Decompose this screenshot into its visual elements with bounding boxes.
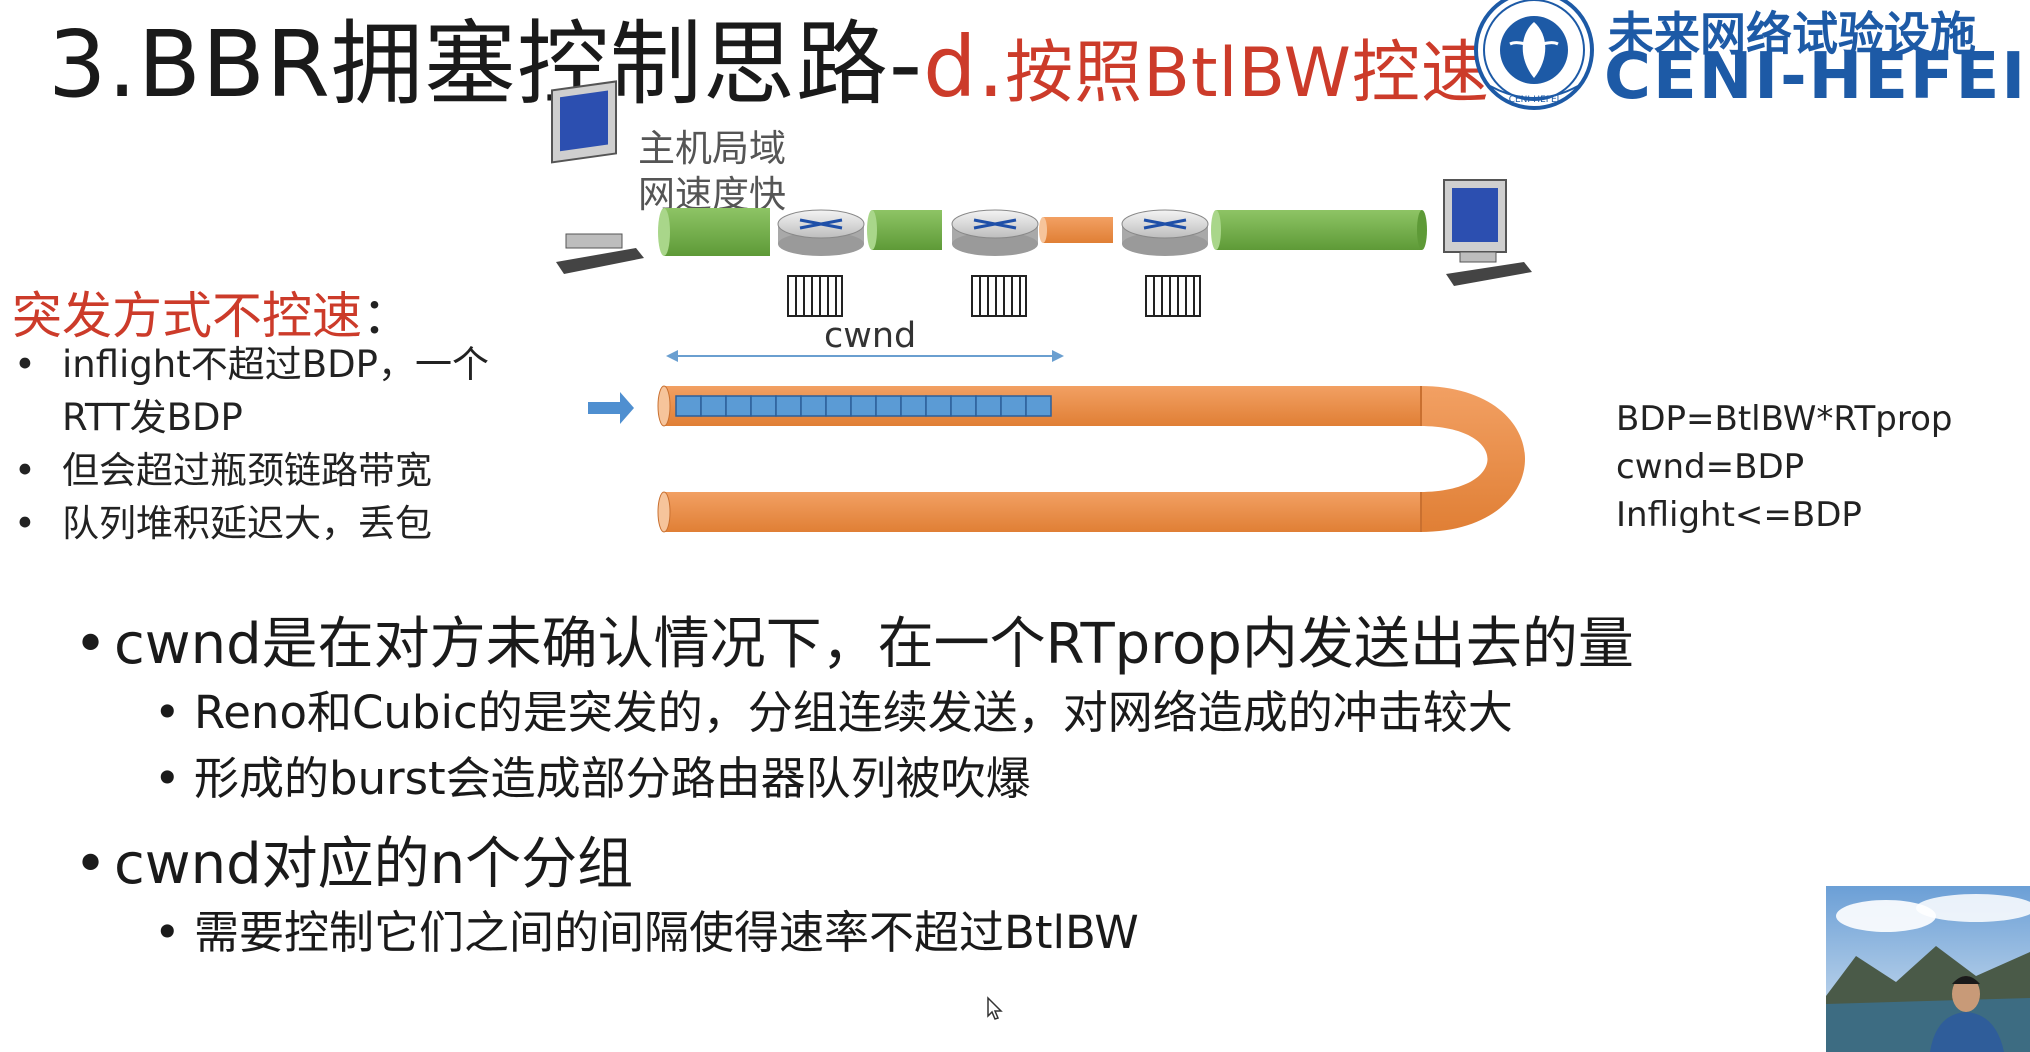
fast-link-3 xyxy=(1211,210,1427,250)
packet xyxy=(975,395,1002,417)
bullet-cwnd-packets: •cwnd对应的n个分组 xyxy=(74,832,634,897)
sender-computer-icon xyxy=(551,80,644,274)
ceni-seal-logo: CENI-HEFEI xyxy=(1470,0,1600,116)
logo-english-name: CENI-HEFEI xyxy=(1604,40,2028,114)
network-diagram xyxy=(551,80,1532,533)
burst-mode-heading: 突发方式不控速： xyxy=(12,287,412,345)
packet xyxy=(850,395,877,417)
cwnd-label: cwnd xyxy=(824,316,917,356)
router-icon xyxy=(951,209,1039,256)
formula-inflight: Inflight<=BDP xyxy=(1616,495,1862,535)
router-queue-icon xyxy=(1145,275,1201,317)
slide-title: 3.BBR拥塞控制思路-d.按照BtlBW控速 xyxy=(48,10,1490,129)
packet xyxy=(750,395,777,417)
list-item: •队列堆积延迟大，丢包 xyxy=(14,502,432,545)
formula-bdp: BDP=BtlBW*RTprop xyxy=(1616,399,1953,439)
fast-link-2 xyxy=(867,210,942,250)
router-icon xyxy=(1121,209,1209,256)
seal-text: CENI-HEFEI xyxy=(1509,95,1560,105)
host-lan-label: 主机局域 网速度快 xyxy=(638,127,786,216)
packet xyxy=(1000,395,1027,417)
packet xyxy=(800,395,827,417)
packet xyxy=(900,395,927,417)
title-main: 3.BBR拥塞控制思路- xyxy=(48,11,924,118)
router-queue-icon xyxy=(787,275,843,317)
receiver-computer-icon xyxy=(1443,179,1532,286)
packet xyxy=(1025,395,1052,417)
packet xyxy=(675,395,702,417)
list-item: •inflight不超过BDP，一个 xyxy=(14,343,489,386)
fast-link-1 xyxy=(658,208,770,256)
packet xyxy=(700,395,727,417)
main-bullet-list: •cwnd是在对方未确认情况下，在一个RTprop内发送出去的量 •Reno和C… xyxy=(74,610,1634,966)
packet xyxy=(875,395,902,417)
bullet-cwnd-definition: •cwnd是在对方未确认情况下，在一个RTprop内发送出去的量 xyxy=(74,612,1634,677)
router-queue-icon xyxy=(971,275,1027,317)
list-item: •但会超过瓶颈链路带宽 xyxy=(14,449,432,492)
sub-bullet: •需要控制它们之间的间隔使得速率不超过BtlBW xyxy=(154,906,1139,959)
packet xyxy=(950,395,977,417)
burst-mode-bullets: •inflight不超过BDP，一个 RTT发BDP •但会超过瓶颈链路带宽 •… xyxy=(10,338,489,550)
sub-bullet: •形成的burst会造成部分路由器队列被吹爆 xyxy=(154,752,1031,805)
mouse-cursor-icon xyxy=(986,996,1004,1026)
packet xyxy=(775,395,802,417)
bottleneck-link xyxy=(1039,217,1113,243)
packet xyxy=(825,395,852,417)
send-direction-arrow xyxy=(588,392,634,424)
presenter-webcam-thumbnail xyxy=(1826,886,2030,1052)
logo-chinese-name: 未来网络试验设施 xyxy=(1608,7,1976,61)
formula-cwnd: cwnd=BDP xyxy=(1616,447,1805,487)
router-icon xyxy=(777,209,865,256)
list-item-continuation: RTT发BDP xyxy=(62,396,243,439)
packet xyxy=(925,395,952,417)
bdp-formulas: BDP=BtlBW*RTprop cwnd=BDP Inflight<=BDP xyxy=(1616,395,1952,539)
pipe-rtt-loop xyxy=(657,385,1525,533)
inflight-packets xyxy=(675,395,1052,417)
title-subtitle: d.按照BtlBW控速 xyxy=(923,18,1490,116)
cwnd-span-arrow xyxy=(666,350,1064,362)
packet xyxy=(725,395,752,417)
sub-bullet: •Reno和Cubic的是突发的，分组连续发送，对网络造成的冲击较大 xyxy=(154,686,1513,739)
